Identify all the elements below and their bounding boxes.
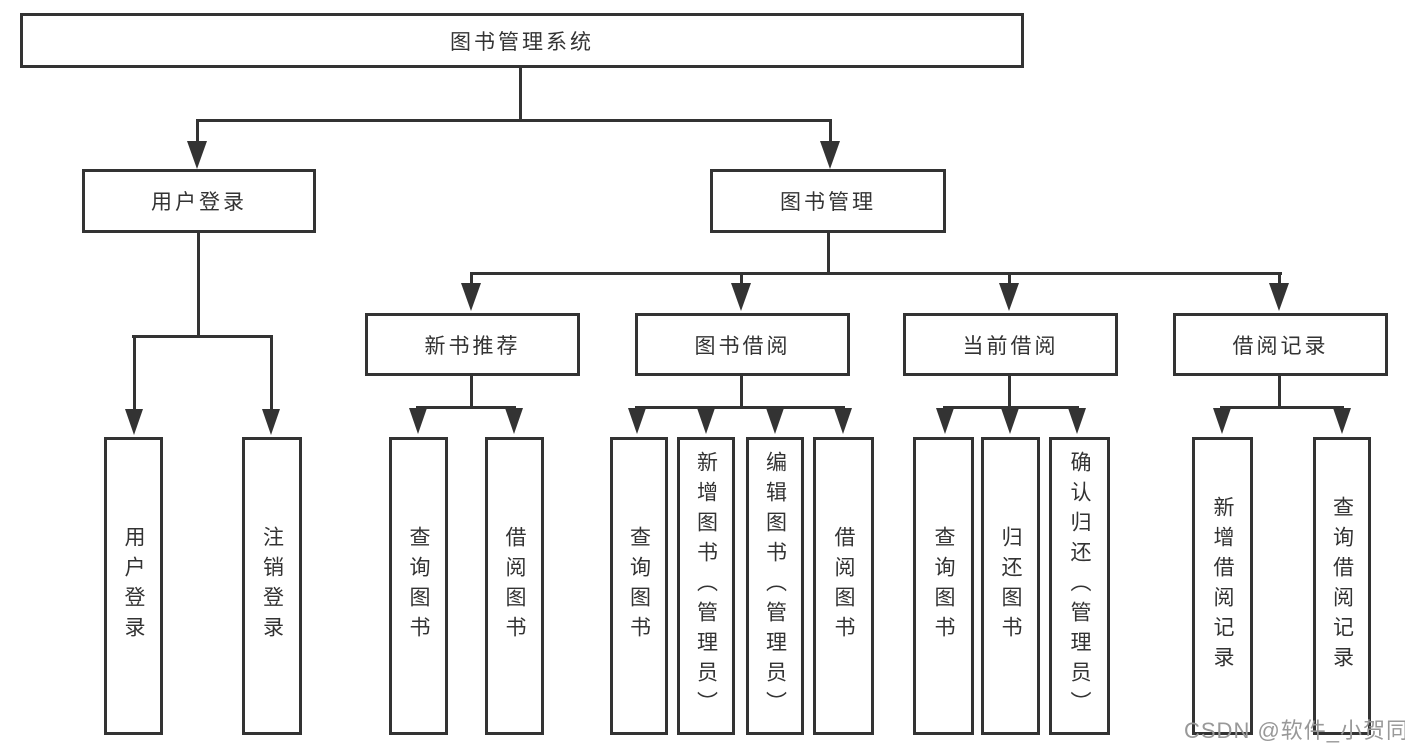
- leaf-add-book-admin: 新增图书（管理员）: [677, 437, 735, 735]
- leaf-logout: 注销登录: [242, 437, 302, 735]
- leaf-logout-label: 注销登录: [260, 526, 284, 646]
- connector-borrow-records-horizontal: [1220, 406, 1344, 409]
- leaf-add-book-admin-label: 新增图书（管理员）: [694, 451, 718, 721]
- connector-drop-borrow-records: [1278, 272, 1281, 286]
- node-current-borrow: 当前借阅: [903, 313, 1118, 376]
- connector-current-borrow-vertical: [1008, 374, 1011, 409]
- connector-drop-leaf-logout: [270, 335, 273, 411]
- arrow-down-icon: [1269, 283, 1289, 311]
- connector-borrow-records-vertical: [1278, 374, 1281, 409]
- connector-book-borrow-vertical: [740, 374, 743, 409]
- node-book-borrow: 图书借阅: [635, 313, 850, 376]
- node-borrow-records-label: 借阅记录: [1232, 334, 1329, 358]
- leaf-query-books-current-label: 查询图书: [932, 526, 955, 646]
- arrow-down-icon: [187, 141, 207, 169]
- node-root-label: 图书管理系统: [450, 30, 594, 54]
- leaf-query-borrow-record: 查询借阅记录: [1313, 437, 1371, 735]
- connector-level2-horizontal: [196, 119, 832, 122]
- connector-user-login-vertical: [197, 233, 200, 338]
- node-book-management: 图书管理: [710, 169, 946, 233]
- connector-new-book-horizontal: [416, 406, 516, 409]
- arrow-down-icon: [505, 408, 523, 434]
- leaf-query-books-recommend: 查询图书: [389, 437, 448, 735]
- leaf-add-borrow-record-label: 新增借阅记录: [1211, 496, 1234, 676]
- node-new-book-recommend: 新书推荐: [365, 313, 580, 376]
- node-root: 图书管理系统: [20, 13, 1024, 68]
- node-borrow-records: 借阅记录: [1173, 313, 1388, 376]
- leaf-query-books-borrow-label: 查询图书: [627, 526, 651, 646]
- node-user-login: 用户登录: [82, 169, 316, 233]
- leaf-query-books-borrow: 查询图书: [610, 437, 668, 735]
- node-book-management-label: 图书管理: [780, 191, 876, 214]
- leaf-borrow-books: 借阅图书: [813, 437, 874, 735]
- connector-book-management-vertical: [827, 233, 830, 275]
- leaf-confirm-return-admin: 确认归还（管理员）: [1049, 437, 1110, 735]
- node-user-login-label: 用户登录: [151, 191, 247, 214]
- node-book-borrow-label: 图书借阅: [694, 334, 791, 358]
- arrow-down-icon: [999, 283, 1019, 311]
- arrow-down-icon: [731, 283, 751, 311]
- node-current-borrow-label: 当前借阅: [962, 334, 1059, 358]
- arrow-down-icon: [409, 408, 427, 434]
- connector-drop-leaf-user-login: [133, 335, 136, 411]
- connector-drop-current-borrow: [1008, 272, 1011, 286]
- leaf-borrow-books-label: 借阅图书: [832, 526, 855, 646]
- connector-root-vertical: [519, 67, 522, 122]
- connector-new-book-vertical: [470, 374, 473, 409]
- arrow-down-icon: [461, 283, 481, 311]
- leaf-return-books-label: 归还图书: [999, 526, 1022, 646]
- node-new-book-recommend-label: 新书推荐: [424, 334, 521, 358]
- leaf-query-books-current: 查询图书: [913, 437, 974, 735]
- leaf-user-login: 用户登录: [104, 437, 163, 735]
- arrow-down-icon: [766, 408, 784, 434]
- connector-book-borrow-horizontal: [635, 406, 845, 409]
- arrow-down-icon: [1213, 408, 1231, 434]
- connector-drop-book-borrow: [740, 272, 743, 286]
- connector-level3-horizontal: [470, 272, 1282, 275]
- connector-drop-new-book: [470, 272, 473, 286]
- leaf-query-books-recommend-label: 查询图书: [407, 526, 430, 646]
- arrow-down-icon: [936, 408, 954, 434]
- arrow-down-icon: [834, 408, 852, 434]
- connector-drop-user-login: [196, 119, 199, 149]
- connector-user-login-horizontal: [132, 335, 273, 338]
- connector-current-borrow-horizontal: [943, 406, 1079, 409]
- arrow-down-icon: [697, 408, 715, 434]
- leaf-user-login-label: 用户登录: [122, 526, 145, 646]
- arrow-down-icon: [628, 408, 646, 434]
- leaf-borrow-books-recommend-label: 借阅图书: [503, 526, 526, 646]
- connector-drop-book-management: [829, 119, 832, 149]
- arrow-down-icon: [1333, 408, 1351, 434]
- arrow-down-icon: [262, 409, 280, 435]
- arrow-down-icon: [1068, 408, 1086, 434]
- arrow-down-icon: [820, 141, 840, 169]
- leaf-query-borrow-record-label: 查询借阅记录: [1330, 496, 1354, 676]
- watermark: CSDN @软件_小贺同学: [1184, 718, 1405, 743]
- leaf-return-books: 归还图书: [981, 437, 1040, 735]
- arrow-down-icon: [125, 409, 143, 435]
- leaf-edit-book-admin: 编辑图书（管理员）: [746, 437, 804, 735]
- arrow-down-icon: [1001, 408, 1019, 434]
- leaf-edit-book-admin-label: 编辑图书（管理员）: [763, 451, 787, 721]
- leaf-add-borrow-record: 新增借阅记录: [1192, 437, 1253, 735]
- leaf-confirm-return-admin-label: 确认归还（管理员）: [1068, 451, 1091, 721]
- leaf-borrow-books-recommend: 借阅图书: [485, 437, 544, 735]
